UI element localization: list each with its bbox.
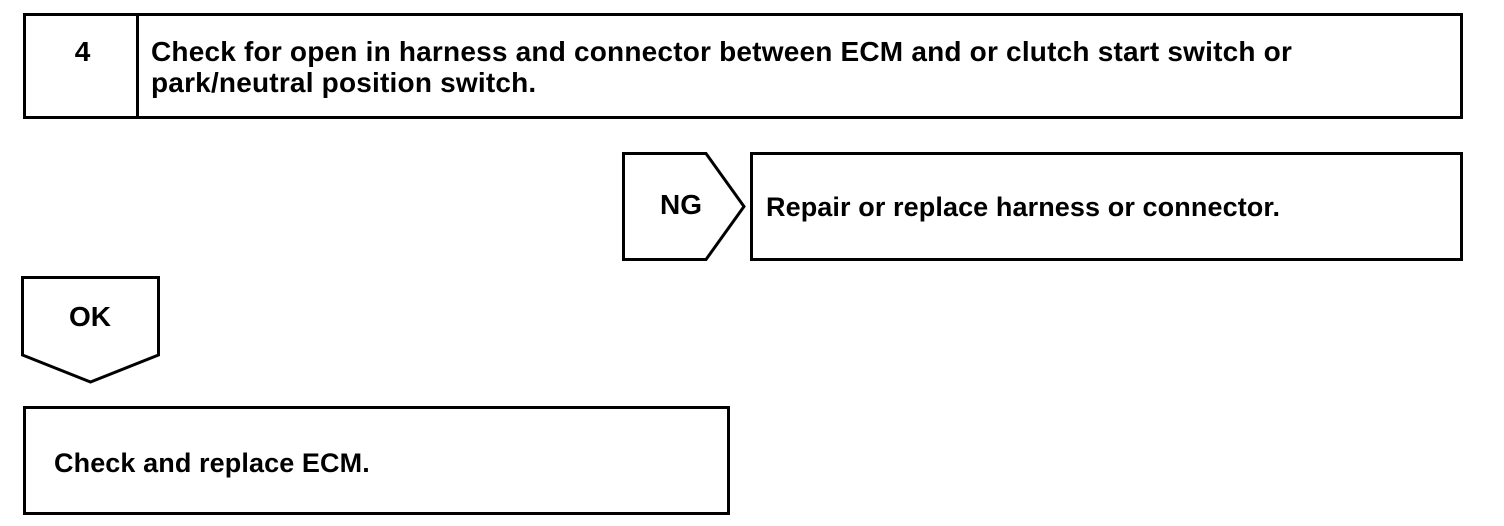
- ok-label: OK: [69, 301, 111, 332]
- ng-label: NG: [660, 189, 702, 220]
- step-number: 4: [74, 36, 91, 67]
- ok-arrow-tag: [21, 276, 160, 384]
- ng-arrow-tag: [622, 152, 746, 261]
- step-number-cell: 4: [26, 16, 139, 116]
- ng-action-box: Repair or replace harness or connector.: [750, 152, 1463, 261]
- step-title: Check for open in harness and connector …: [151, 36, 1293, 98]
- step-box: 4 Check for open in harness and connecto…: [23, 13, 1463, 119]
- ok-action-text: Check and replace ECM.: [54, 448, 370, 478]
- ok-action-box: Check and replace ECM.: [23, 406, 730, 515]
- ng-action-text: Repair or replace harness or connector.: [766, 192, 1281, 222]
